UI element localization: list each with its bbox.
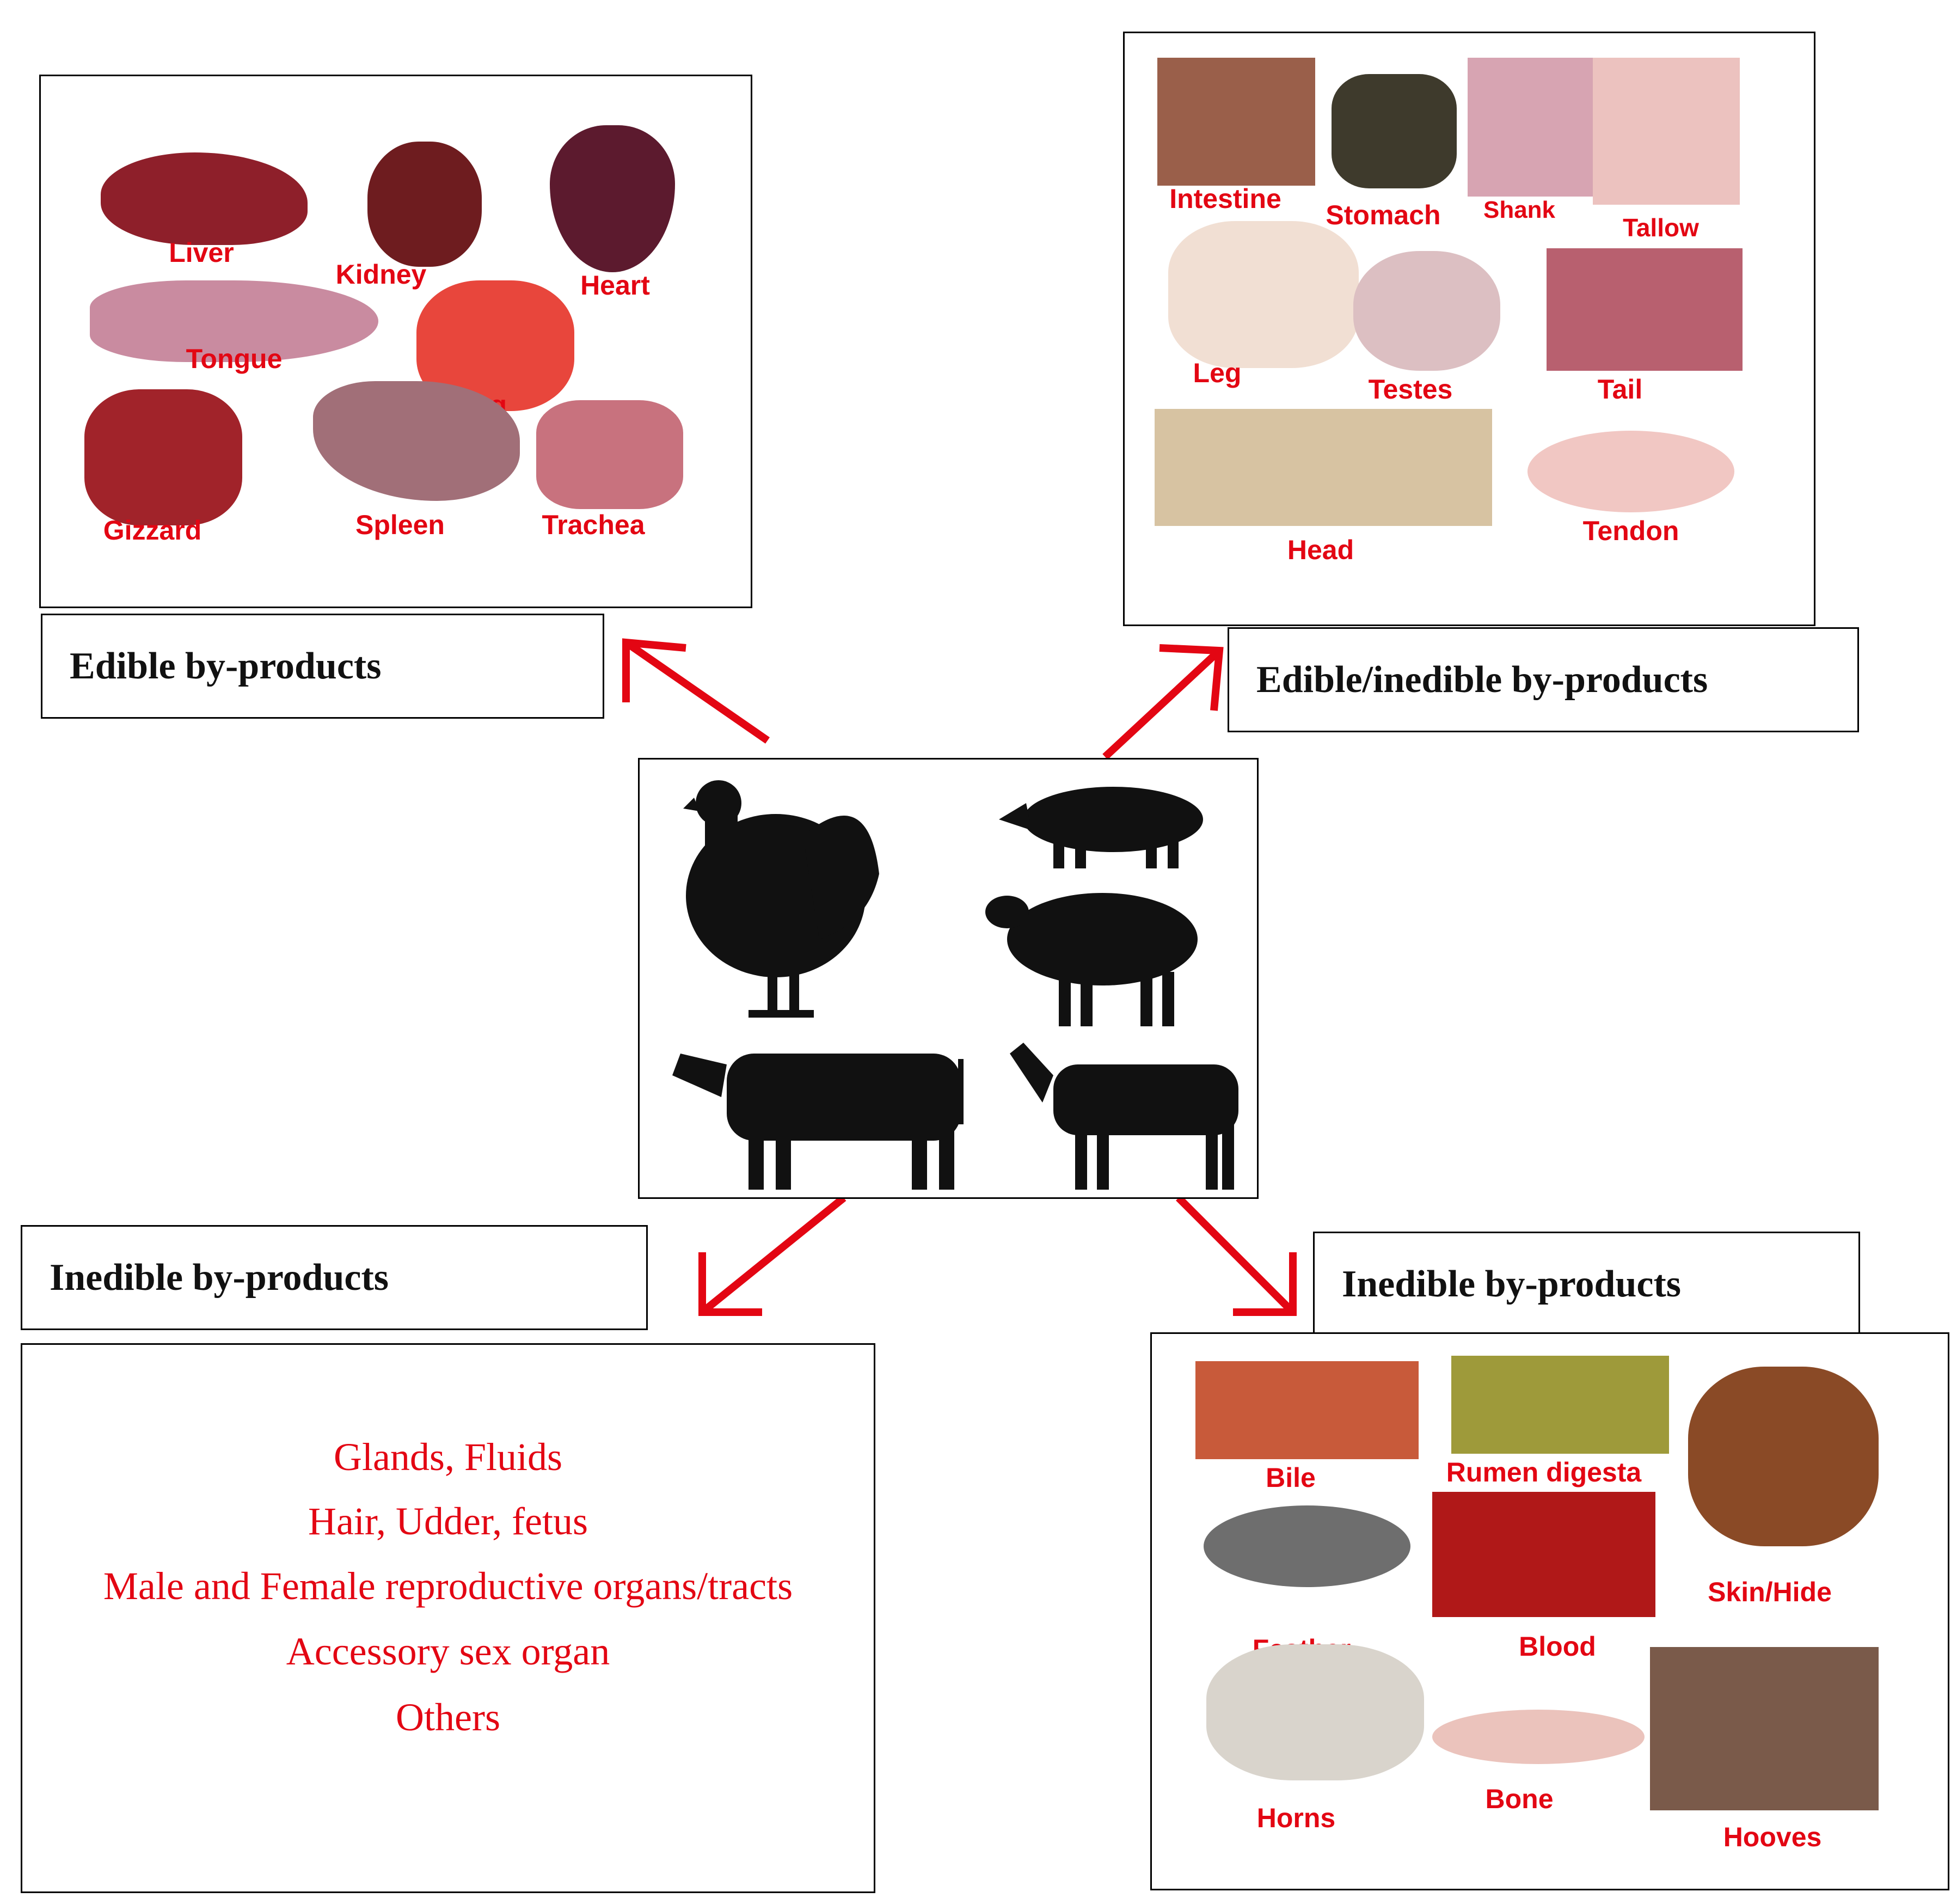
intestine-label: Intestine xyxy=(1169,183,1281,214)
edible-inedible-label-box: Edible/inedible by-products xyxy=(1228,627,1859,732)
cow-icon xyxy=(672,1054,964,1190)
tail-label: Tail xyxy=(1597,374,1643,405)
livestock-panel xyxy=(638,758,1259,1199)
inedible-left-label-box: Inedible by-products xyxy=(21,1225,648,1330)
sheep-icon xyxy=(985,893,1198,1026)
inedible-panel: Bile Rumen digesta Skin/Hide Feather Blo… xyxy=(1150,1332,1949,1890)
heart-label: Heart xyxy=(580,270,650,301)
liver-label: Liver xyxy=(169,237,234,268)
arrow-to-inedible-right-head xyxy=(1233,1252,1297,1316)
inedible-left-label: Inedible by-products xyxy=(50,1256,389,1299)
leg-image xyxy=(1168,221,1359,368)
inedible-right-label: Inedible by-products xyxy=(1342,1263,1682,1305)
kidney-image xyxy=(367,142,482,267)
stomach-image xyxy=(1332,74,1457,188)
tendon-image xyxy=(1527,431,1734,512)
arrow-to-edible xyxy=(624,639,770,744)
bile-label: Bile xyxy=(1266,1462,1316,1493)
bile-image xyxy=(1195,1361,1419,1459)
edible-label: Edible by-products xyxy=(70,645,382,687)
bone-label: Bone xyxy=(1485,1784,1554,1814)
rumen-digesta-label: Rumen digesta xyxy=(1446,1457,1642,1487)
tallow-label: Tallow xyxy=(1623,213,1699,242)
goat-icon xyxy=(1010,1043,1238,1190)
skin-hide-image xyxy=(1688,1367,1879,1546)
gizzard-image xyxy=(84,389,242,525)
pig-icon xyxy=(999,787,1203,868)
chicken-icon xyxy=(683,780,879,1018)
leg-label: Leg xyxy=(1193,358,1242,388)
trachea-image xyxy=(536,400,683,509)
tail-image xyxy=(1547,248,1743,371)
testes-label: Testes xyxy=(1368,374,1453,405)
intestine-image xyxy=(1157,58,1315,186)
inedible-right-label-box: Inedible by-products xyxy=(1313,1232,1860,1337)
arrow-to-inedible-right xyxy=(1176,1195,1296,1315)
inedible-list-panel: Glands, Fluids Hair, Udder, fetus Male a… xyxy=(21,1343,875,1893)
inedible-list-item-5: Others xyxy=(396,1695,500,1739)
hooves-image xyxy=(1650,1647,1879,1810)
inedible-list-item-4: Accessory sex organ xyxy=(286,1630,610,1673)
shank-image xyxy=(1468,58,1593,197)
tongue-image xyxy=(90,280,378,362)
shank-label: Shank xyxy=(1483,197,1556,223)
edible-panel: Liver Kidney Heart Tongue Lung Gizzard S… xyxy=(39,75,752,608)
liver-image xyxy=(101,152,308,245)
spleen-label: Spleen xyxy=(355,510,445,540)
tongue-label: Tongue xyxy=(186,344,283,374)
bone-image xyxy=(1432,1710,1645,1764)
horns-image xyxy=(1206,1644,1424,1780)
blood-label: Blood xyxy=(1519,1631,1596,1662)
arrow-to-edible-inedible xyxy=(1102,647,1222,760)
horns-label: Horns xyxy=(1256,1803,1336,1833)
feather-image xyxy=(1204,1505,1410,1587)
arrow-to-inedible-left-head xyxy=(698,1252,762,1316)
blood-image xyxy=(1432,1492,1655,1617)
inedible-list-item-2: Hair, Udder, fetus xyxy=(308,1499,588,1543)
inedible-list-item-3: Male and Female reproductive organs/trac… xyxy=(103,1564,793,1608)
kidney-label: Kidney xyxy=(335,259,427,290)
head-label: Head xyxy=(1287,535,1354,565)
hooves-label: Hooves xyxy=(1723,1822,1822,1852)
arrow-to-edible-head xyxy=(622,638,686,702)
skin-hide-label: Skin/Hide xyxy=(1708,1577,1832,1607)
trachea-label: Trachea xyxy=(542,510,645,540)
edible-inedible-label: Edible/inedible by-products xyxy=(1256,658,1708,701)
tendon-label: Tendon xyxy=(1582,516,1679,546)
livestock-silhouettes xyxy=(672,780,1238,1190)
tallow-image xyxy=(1593,58,1740,205)
heart-image xyxy=(550,125,675,272)
rumen-digesta-image xyxy=(1451,1356,1669,1454)
head-image xyxy=(1155,409,1492,526)
arrow-to-inedible-left xyxy=(700,1195,846,1315)
gizzard-label: Gizzard xyxy=(103,515,202,546)
inedible-list-item-1: Glands, Fluids xyxy=(333,1435,563,1479)
edible-label-box: Edible by-products xyxy=(41,614,604,719)
testes-image xyxy=(1353,251,1500,371)
stomach-label: Stomach xyxy=(1326,200,1441,230)
spleen-image xyxy=(313,381,520,501)
edible-inedible-panel: Intestine Stomach Shank Tallow Leg Teste… xyxy=(1123,32,1815,626)
arrow-to-edible-inedible-head xyxy=(1159,644,1224,711)
